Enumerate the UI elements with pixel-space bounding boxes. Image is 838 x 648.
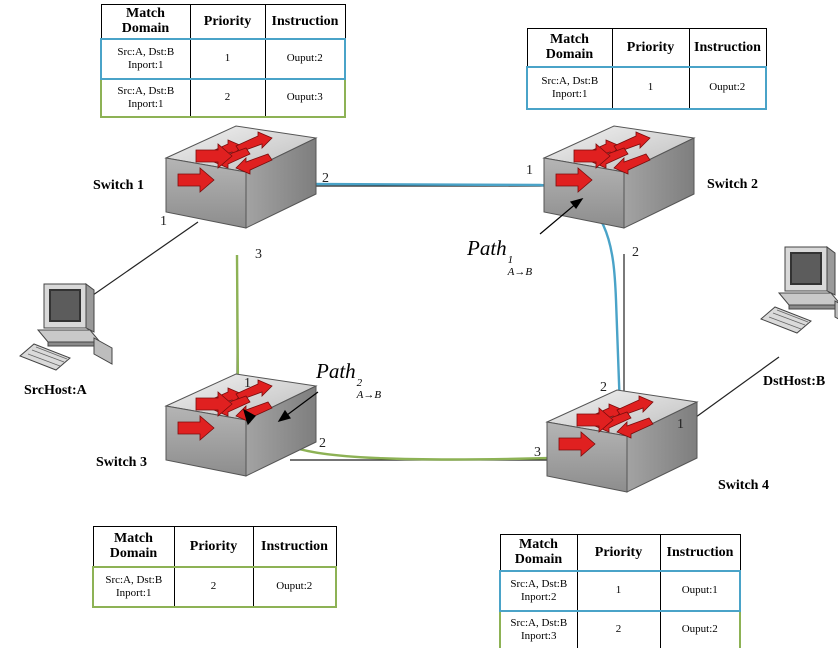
cell-instruction: Ouput:2 — [252, 565, 337, 608]
path1-pointer — [539, 201, 579, 235]
header-instruction: Instruction — [659, 534, 741, 571]
flow-table-switch4: Match Domain Priority Instruction Src:A,… — [499, 534, 741, 648]
header-instruction: Instruction — [688, 28, 767, 67]
switch-4-label: Switch 4 — [718, 478, 769, 493]
src-host-computer-icon — [19, 283, 113, 371]
header-priority: Priority — [576, 534, 661, 571]
switch-2-label: Switch 2 — [707, 177, 758, 192]
cell-priority: 2 — [189, 77, 266, 118]
header-priority: Priority — [189, 4, 266, 39]
switch-2-icon — [543, 125, 695, 229]
dst-host-label: DstHost:B — [763, 374, 826, 389]
src-host-label: SrcHost:A — [24, 383, 87, 398]
cell-instruction: Ouput:2 — [659, 609, 741, 648]
header-match: Match Domain — [100, 4, 191, 39]
cell-instruction: Ouput:2 — [688, 65, 767, 110]
header-priority: Priority — [611, 28, 690, 67]
flow-table-switch1: Match Domain Priority Instruction Src:A,… — [100, 4, 346, 118]
switch1-port-1: 1 — [160, 214, 167, 229]
switch4-port-2: 2 — [600, 380, 607, 395]
header-match: Match Domain — [92, 526, 175, 567]
switch1-port-3: 3 — [255, 247, 262, 262]
cell-priority: 2 — [173, 565, 254, 608]
switch3-port-2: 2 — [319, 436, 326, 451]
cell-instruction: Ouput:1 — [659, 569, 741, 612]
cell-priority: 1 — [611, 65, 690, 110]
cell-priority: 1 — [189, 37, 266, 80]
header-instruction: Instruction — [252, 526, 337, 567]
switch2-port-1: 1 — [526, 163, 533, 178]
switch1-port-2: 2 — [322, 171, 329, 186]
header-match: Match Domain — [499, 534, 578, 571]
switch-3-icon — [165, 373, 317, 477]
link-s1-srchost — [82, 221, 199, 303]
switch4-port-1: 1 — [677, 417, 684, 432]
cell-priority: 2 — [576, 609, 661, 648]
header-instruction: Instruction — [264, 4, 346, 39]
cell-priority: 1 — [576, 569, 661, 612]
flow-table-switch3: Match Domain Priority Instruction Src:A,… — [92, 526, 337, 608]
cell-instruction: Ouput:2 — [264, 37, 346, 80]
switch-1-label: Switch 1 — [93, 178, 144, 193]
path2-pointer — [282, 391, 319, 419]
switch-4-icon — [546, 389, 698, 493]
header-priority: Priority — [173, 526, 254, 567]
switch-1-icon — [165, 125, 317, 229]
dst-host-computer-icon — [760, 246, 838, 334]
switch2-port-2: 2 — [632, 245, 639, 260]
link-s4-dsthost — [684, 356, 780, 426]
cell-instruction: Ouput:3 — [264, 77, 346, 118]
flow-table-switch2: Match Domain Priority Instruction Src:A,… — [526, 28, 767, 110]
switch4-port-3: 3 — [534, 445, 541, 460]
switch3-port-1: 1 — [244, 376, 251, 391]
switch-3-label: Switch 3 — [96, 455, 147, 470]
header-match: Match Domain — [526, 28, 613, 67]
